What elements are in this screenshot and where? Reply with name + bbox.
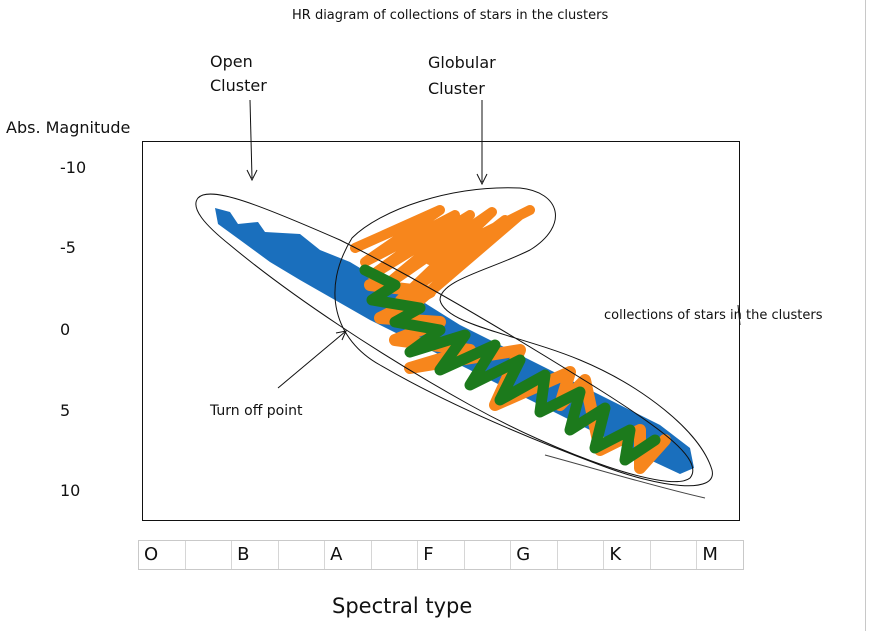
spectral-cell xyxy=(372,541,419,569)
spectral-cell: O xyxy=(139,541,186,569)
overlap-zigzag xyxy=(359,264,661,466)
spectral-cell: A xyxy=(325,541,372,569)
spectral-cell xyxy=(651,541,698,569)
y-tick-label: 10 xyxy=(60,481,81,500)
page-edge-line xyxy=(865,0,866,631)
spectral-cell: K xyxy=(604,541,651,569)
spectral-label: B xyxy=(237,544,250,565)
spectral-label: A xyxy=(330,544,343,565)
y-tick-label: 0 xyxy=(60,320,71,339)
spectral-label: F xyxy=(423,544,434,565)
y-axis-label: Abs. Magnitude xyxy=(6,118,131,137)
open-cluster-arrow xyxy=(246,99,258,182)
open-cluster-label: Open Cluster xyxy=(210,52,267,95)
spectral-label: G xyxy=(516,544,531,565)
globular-cluster-label: Globular Cluster xyxy=(428,53,496,98)
spectral-label: K xyxy=(609,544,622,565)
open-cluster-outline xyxy=(195,193,694,483)
globular-cluster-arrow xyxy=(476,100,488,186)
spectral-type-axis: O B A F G K M xyxy=(138,540,744,570)
turn-off-label: Turn off point xyxy=(210,403,303,419)
spectral-cell xyxy=(279,541,326,569)
turn-off-arrow xyxy=(277,330,347,389)
spectral-label: O xyxy=(144,544,159,565)
plot-frame xyxy=(142,141,740,521)
spectral-label: M xyxy=(702,544,718,565)
spectral-cell: M xyxy=(697,541,743,569)
x-axis-title: Spectral type xyxy=(332,594,473,618)
y-tick-label: -5 xyxy=(60,238,76,257)
diagram-title: HR diagram of collections of stars in th… xyxy=(292,8,609,23)
y-tick-label: -10 xyxy=(60,158,87,177)
spectral-cell xyxy=(465,541,512,569)
annotation-right: collections of stars in the clusters xyxy=(604,308,823,323)
globular-cluster-outline xyxy=(334,187,713,487)
annotation-pointer xyxy=(737,304,741,326)
spectral-cell: G xyxy=(511,541,558,569)
y-tick-label: 5 xyxy=(60,401,71,420)
spectral-cell: F xyxy=(418,541,465,569)
spectral-cell xyxy=(558,541,605,569)
spectral-cell: B xyxy=(232,541,279,569)
spectral-cell xyxy=(186,541,233,569)
